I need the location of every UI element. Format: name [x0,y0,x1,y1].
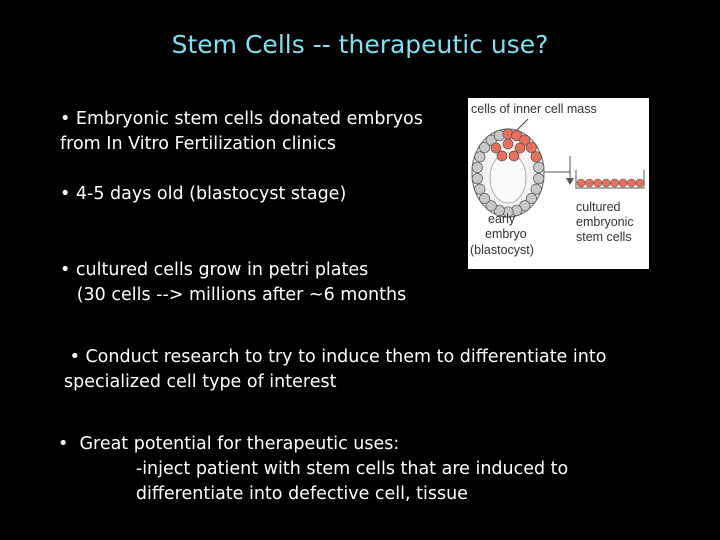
cultured-cell [585,178,594,188]
inner-cell [514,142,526,154]
cultured-cell [601,178,611,188]
label-embryo: embryo [485,227,527,241]
inner-cell [525,141,537,154]
bullet-blastocyst-age: • 4-5 days old (blastocyst stage) [60,184,347,204]
trophoblast-cell [533,161,545,173]
inner-cell [508,150,520,162]
cultured-cells [576,178,645,188]
bullet-therapeutic-potential: • Great potential for therapeutic uses: … [58,434,569,504]
trophoblast-cell [474,151,486,163]
label-blastocyst: (blastocyst) [470,243,534,257]
inner-cell [502,138,514,150]
label-inner-cell-mass: cells of inner cell mass [471,102,597,116]
blastocoel [489,152,527,204]
label-embryonic: embryonic [576,215,634,229]
trophoblast-cells [471,130,545,218]
cultured-cell [593,178,603,188]
bullet-research: • Conduct research to try to induce them… [64,347,607,392]
bullet-cultured-cells: • cultured cells grow in petri plates (3… [60,260,407,305]
slide-title: Stem Cells -- therapeutic use? [171,30,549,59]
cultured-cell [627,178,636,188]
inner-cell [519,134,531,146]
trophoblast-cell [525,192,537,205]
cultured-cell [610,178,619,188]
trophoblast-cell [530,183,542,195]
petri-dish [575,170,645,189]
trophoblast-cell [471,161,483,173]
petri-dish-outline [575,170,645,189]
trophoblast-cell [471,173,483,185]
blastocyst-diagram: cells of inner cell mass early embryo (b… [470,102,645,257]
label-stem-cells: stem cells [576,230,632,244]
cultured-cell [635,178,645,188]
trophoblast-cell [479,141,491,154]
trophoblast-cell [474,183,486,195]
inner-cell [490,142,502,154]
inner-cell [496,150,508,162]
trophoblast-cell [533,173,545,185]
cultured-cell [618,178,628,188]
arrow-head-icon [566,178,574,185]
inner-cell-mass [490,128,542,163]
trophoblast-cell [485,200,497,212]
bullet-embryonic-source: • Embryonic stem cells donated embryos f… [60,109,423,154]
label-cultured: cultured [576,200,621,214]
blastocyst-figure: cells of inner cell mass early embryo (b… [468,98,649,269]
inner-cell [530,151,542,163]
label-early: early [488,212,516,226]
cultured-cell [576,178,586,188]
trophoblast-cell [479,192,491,205]
blastocyst [471,128,545,218]
